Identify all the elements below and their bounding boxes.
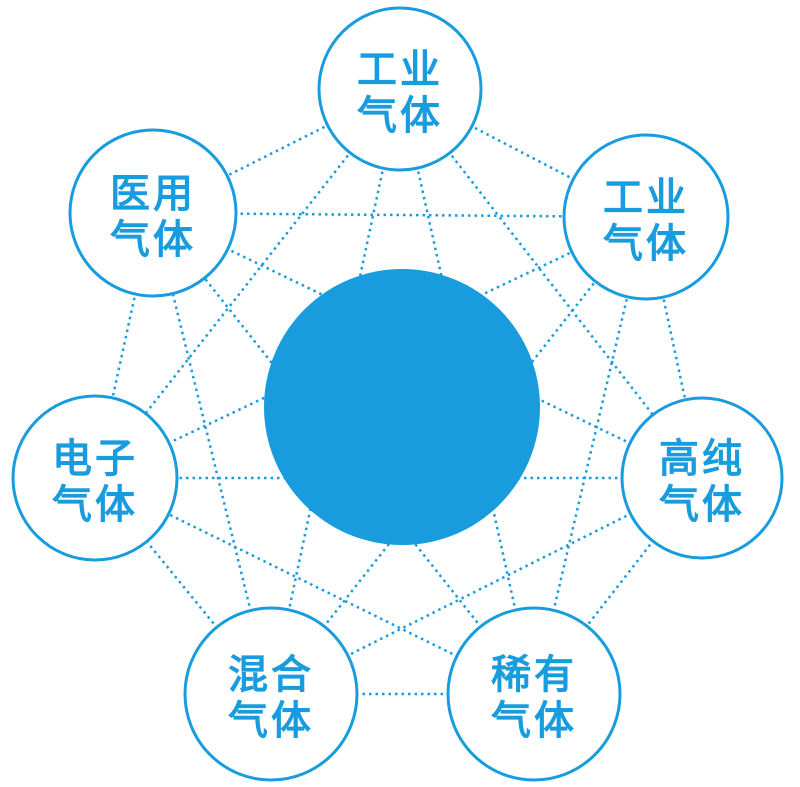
node-circle-top-left [68,128,238,298]
node-circle-right [620,396,784,560]
node-top-left: 医用气体 [68,128,238,298]
node-right: 高纯气体 [620,396,784,560]
node-label-top-right: 工业气体 [603,175,689,267]
node-label-top-left: 医用气体 [110,171,196,263]
node-bottom-right: 稀有气体 [446,606,622,782]
edge-right-top-left [152,211,703,480]
node-label-bottom-left: 混合气体 [228,652,314,744]
node-circle-top [317,6,483,172]
edge-top-bottom-left [269,88,402,695]
node-circle-bottom-right [446,606,622,782]
node-left: 电子气体 [11,394,179,562]
node-bottom-left: 混合气体 [183,606,359,782]
edge-top-right-left [94,215,647,480]
node-label-bottom-right: 稀有气体 [491,652,577,744]
node-circle-left [11,394,179,562]
node-circle-top-right [562,133,730,301]
node-top-right: 工业气体 [562,133,730,301]
node-label-left: 电子气体 [52,436,138,528]
node-label-top: 工业气体 [357,47,443,139]
edge-top-right [399,88,703,479]
node-label-right: 高纯气体 [659,436,745,528]
node-circle-bottom-left [183,606,359,782]
edge-bottom-left-top-left [151,212,273,695]
node-top: 工业气体 [317,6,483,172]
center-hub-circle [264,269,540,545]
